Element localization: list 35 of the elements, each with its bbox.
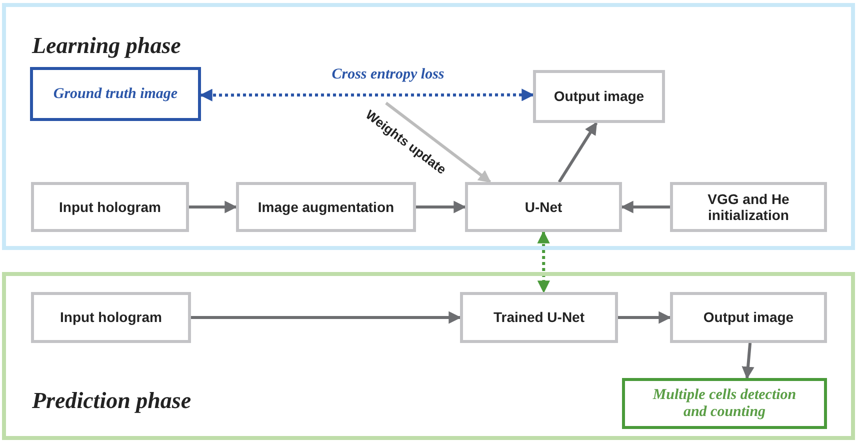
box-label: Ground truth image (53, 86, 178, 102)
box-label: Output image (703, 309, 794, 326)
process-box (670, 182, 827, 232)
arrow (189, 200, 238, 214)
phase-title: Learning phase (32, 33, 181, 59)
arrow (620, 200, 670, 214)
box-label: Input hologram (59, 198, 161, 216)
box-label: Output image (554, 88, 644, 105)
phase-panel (2, 272, 855, 440)
process-box (31, 182, 189, 232)
arrow (191, 311, 462, 324)
arrow (416, 200, 466, 214)
process-box (533, 70, 665, 123)
box-label: Multiple cells detection and counting (652, 386, 798, 420)
process-box (31, 292, 191, 343)
dotted-arrow (200, 88, 534, 102)
arrow (385, 102, 492, 184)
dotted-arrow (537, 230, 550, 294)
arrow (618, 311, 672, 324)
result-box (622, 378, 827, 429)
edge-label: Cross entropy loss (330, 66, 446, 84)
box-label: Trained U-Net (493, 309, 584, 326)
process-box (460, 292, 618, 343)
box-label: VGG and He initialization (706, 190, 790, 224)
arrow (742, 342, 754, 380)
process-box (670, 292, 827, 343)
box-label: Input hologram (60, 309, 162, 326)
box-label: U-Net (524, 198, 562, 216)
result-box (30, 67, 201, 121)
phase-title: Prediction phase (32, 388, 192, 414)
phase-panel (2, 3, 855, 250)
process-box (465, 182, 622, 232)
arrow (558, 122, 598, 183)
process-box (236, 182, 416, 232)
box-label: Image augmentation (258, 198, 394, 216)
